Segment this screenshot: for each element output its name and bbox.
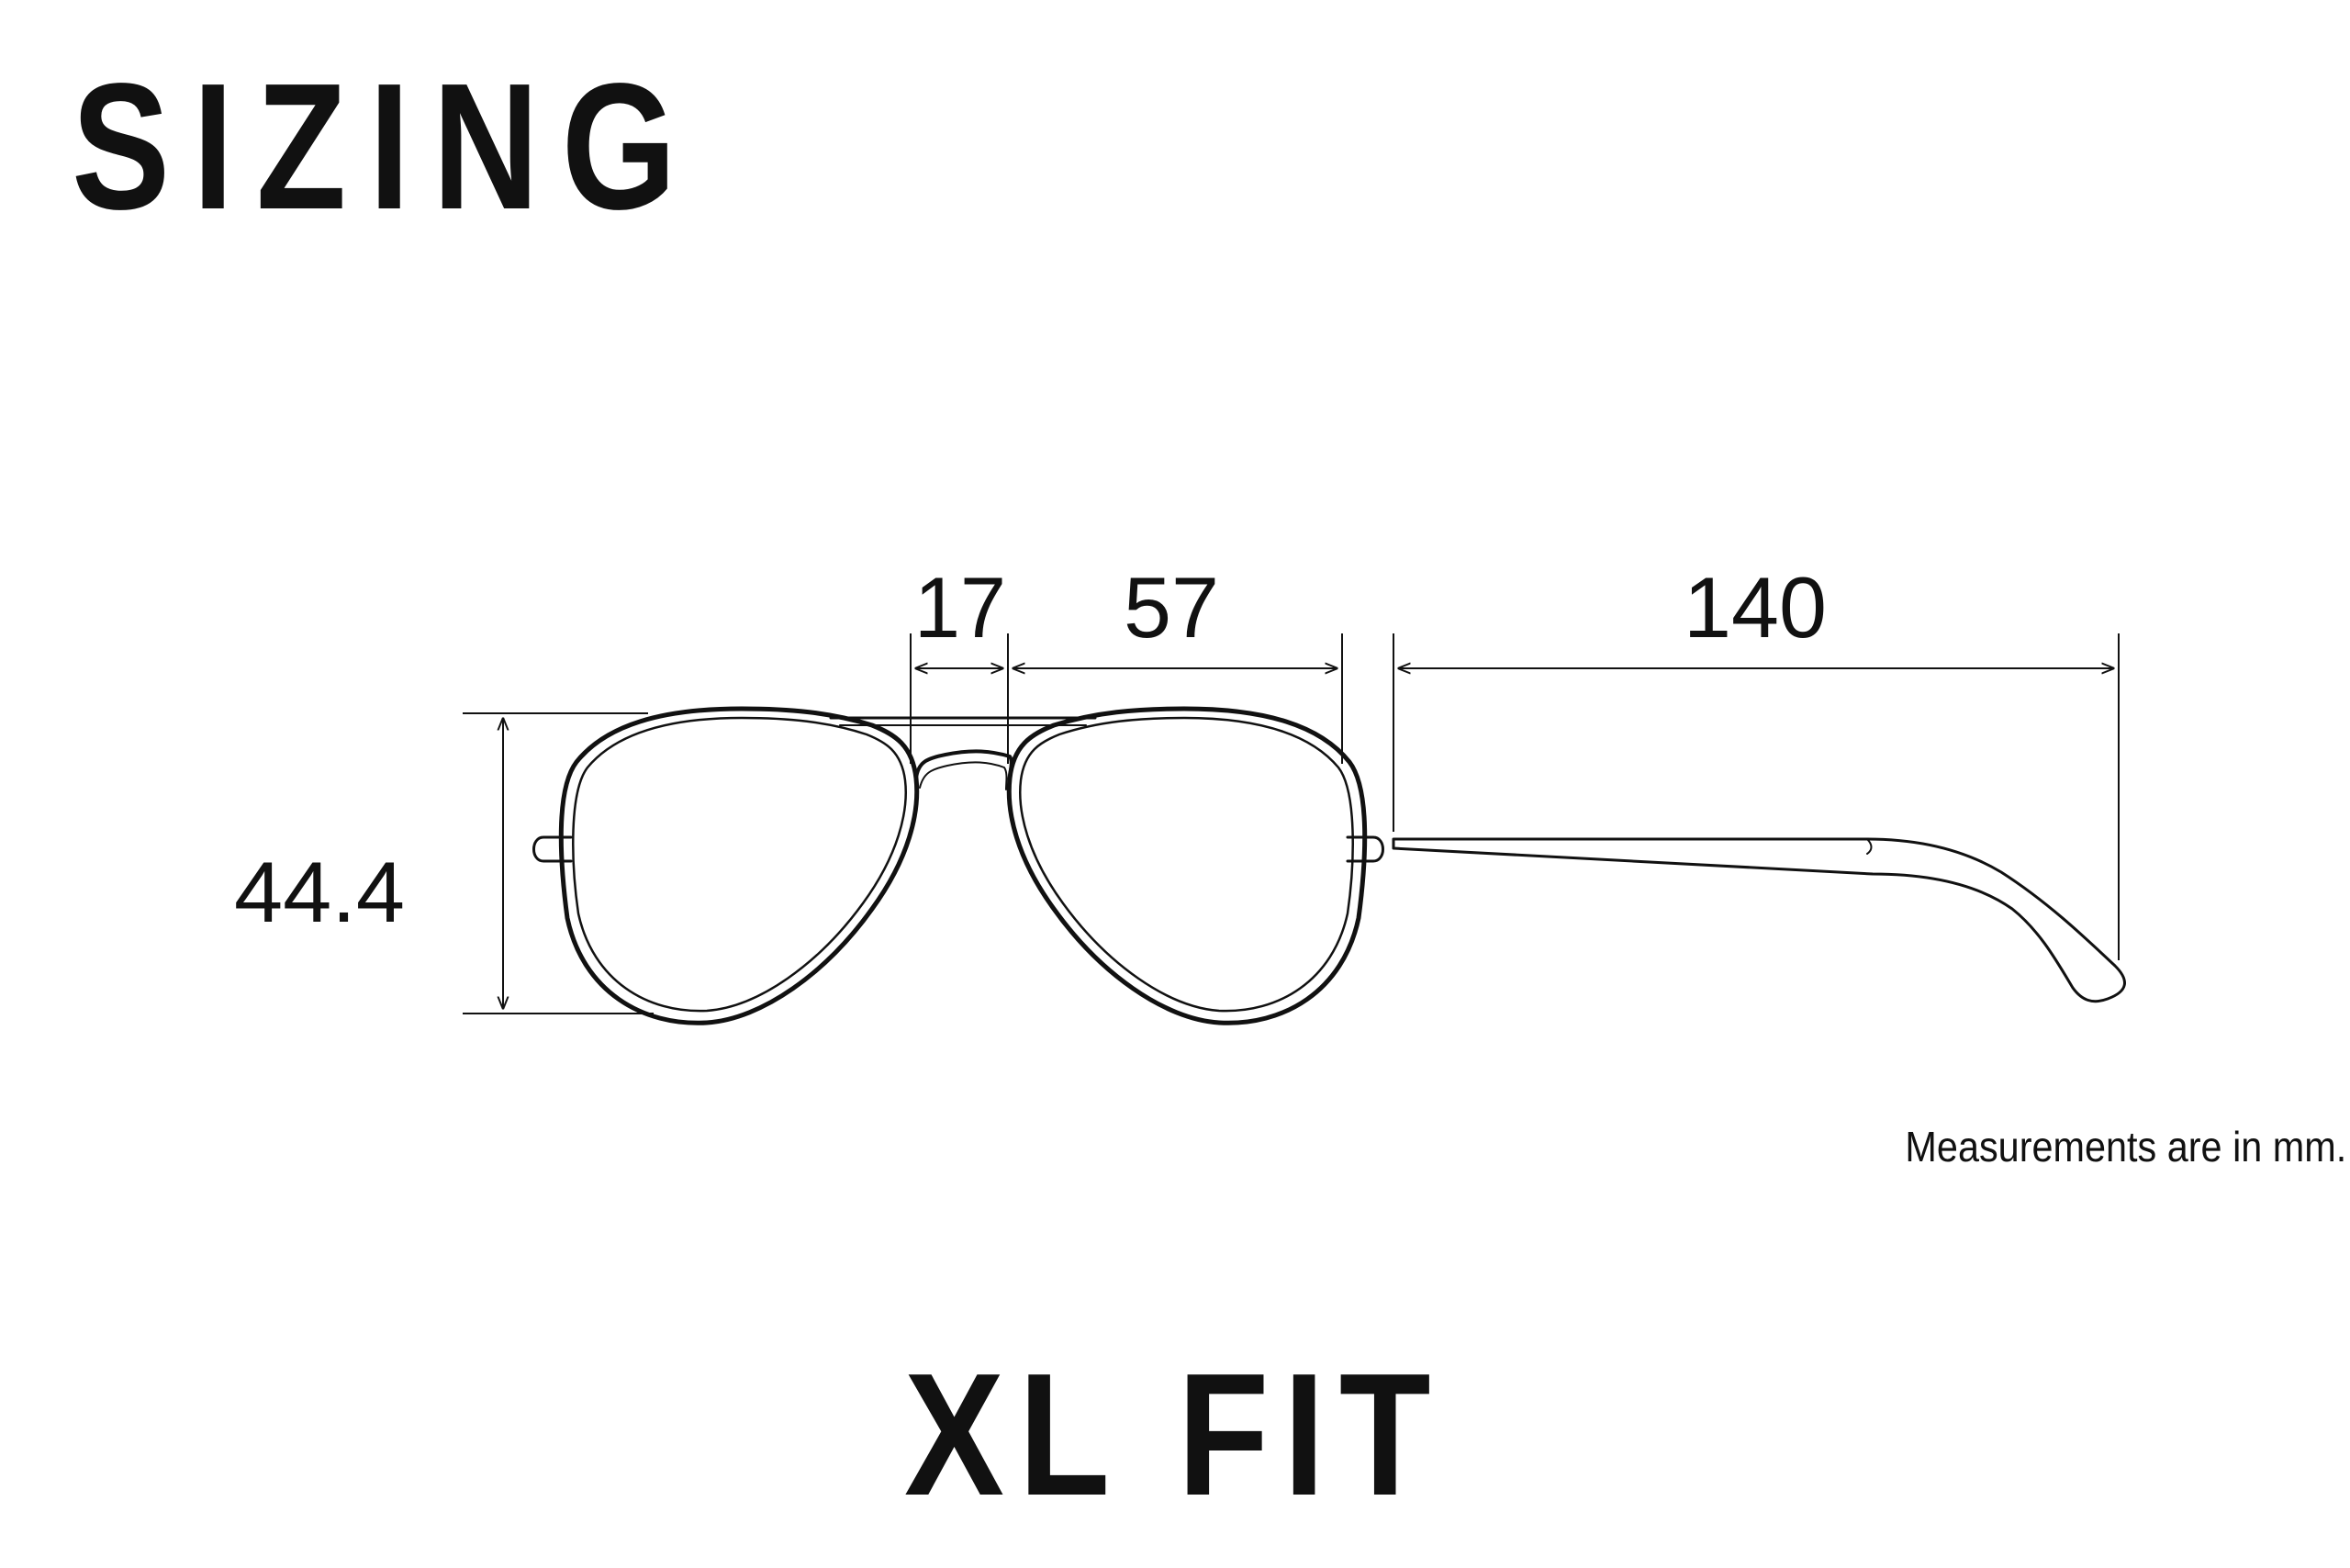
right-lens-inner [1019,716,1354,1013]
right-lens-outer [1006,706,1368,1025]
lens-height-label: 44.4 [234,844,405,940]
nose-bridge [914,749,1013,780]
left-hinge [532,835,573,863]
glasses-illustration [532,706,2126,1025]
page-title: SIZING [72,46,699,247]
bridge-label: 17 [914,559,1006,655]
units-note: Measurements are in mm. [1905,1123,2346,1170]
right-hinge [1346,835,1384,863]
fit-label-text: XL FIT [904,1338,1446,1532]
lens-width-label: 57 [1124,559,1219,655]
temple-length-label: 140 [1684,559,1827,655]
temple-arm-tip-line [1866,838,1873,855]
nose-bridge-inner [919,761,1008,790]
left-lens-inner [572,716,907,1013]
left-lens-outer [558,706,920,1025]
temple-arm [1392,837,2126,1003]
dimension-lines [463,633,2120,1014]
fit-label: XL FIT [0,1348,2350,1522]
